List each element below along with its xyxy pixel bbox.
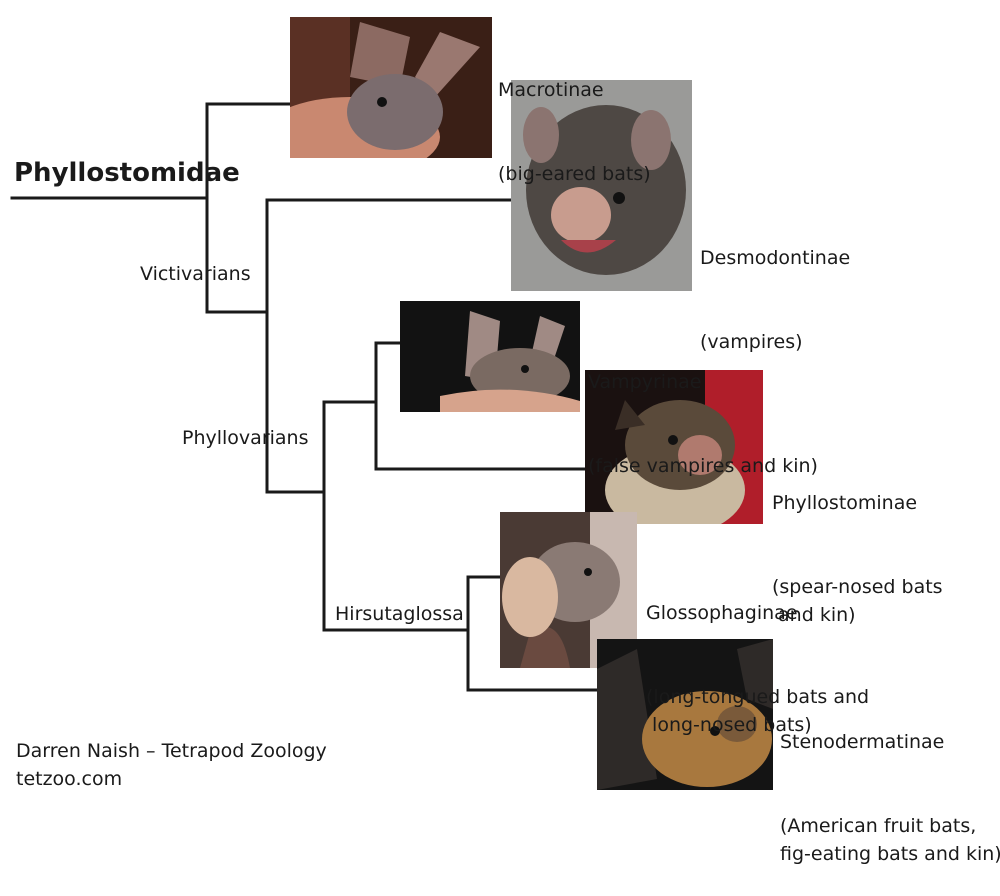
taxon-common-name: (false vampires and kin) (588, 455, 818, 477)
taxon-name: Desmodontinae (700, 247, 851, 269)
taxon-common-name: (American fruit bats, fig-eating bats an… (780, 815, 1000, 865)
photo-glossophaginae (500, 512, 637, 668)
taxon-label-vampyrinae: Vampyrinae (false vampires and kin) (588, 312, 818, 508)
taxon-name: Phyllostominae (772, 492, 918, 514)
taxon-label-macrotinae: Macrotinae (big-eared bats) (498, 20, 651, 216)
photo-stenodermatinae (597, 639, 773, 790)
node-label-phyllovarians: Phyllovarians (182, 427, 309, 449)
taxon-common-name: (spear-nosed bats and kin) (772, 576, 943, 626)
taxon-common-name: (long-tongued bats and long-nosed bats) (646, 686, 870, 736)
node-label-hirsutaglossa: Hirsutaglossa (335, 603, 464, 625)
root-label: Phyllostomidae (14, 158, 240, 188)
node-label-victivarians: Victivarians (140, 263, 251, 285)
taxon-name: Glossophaginae (646, 602, 798, 624)
taxon-common-name: (big-eared bats) (498, 163, 651, 185)
taxon-label-desmodontinae: Desmodontinae (vampires) (700, 188, 850, 384)
taxon-common-name: (vampires) (700, 331, 803, 353)
taxon-label-stenodermatinae: Stenodermatinae (American fruit bats, fi… (780, 672, 1000, 896)
credit-author: Darren Naish – Tetrapod Zoology (16, 740, 327, 762)
photo-desmodontinae (511, 80, 692, 291)
taxon-name: Vampyrinae (588, 371, 702, 393)
taxon-name: Stenodermatinae (780, 731, 945, 753)
cladogram-tree (10, 102, 599, 692)
photo-vampyrinae (400, 301, 580, 412)
photo-macrotinae (290, 17, 492, 158)
credit: Darren Naish – Tetrapod Zoology tetzoo.c… (16, 737, 327, 793)
taxon-label-phyllostominae: Phyllostominae (spear-nosed bats and kin… (772, 433, 943, 657)
taxon-label-glossophaginae: Glossophaginae (long-tongued bats and lo… (646, 543, 869, 767)
credit-site: tetzoo.com (16, 768, 123, 790)
taxon-name: Macrotinae (498, 79, 604, 101)
photo-phyllostominae (585, 370, 763, 524)
